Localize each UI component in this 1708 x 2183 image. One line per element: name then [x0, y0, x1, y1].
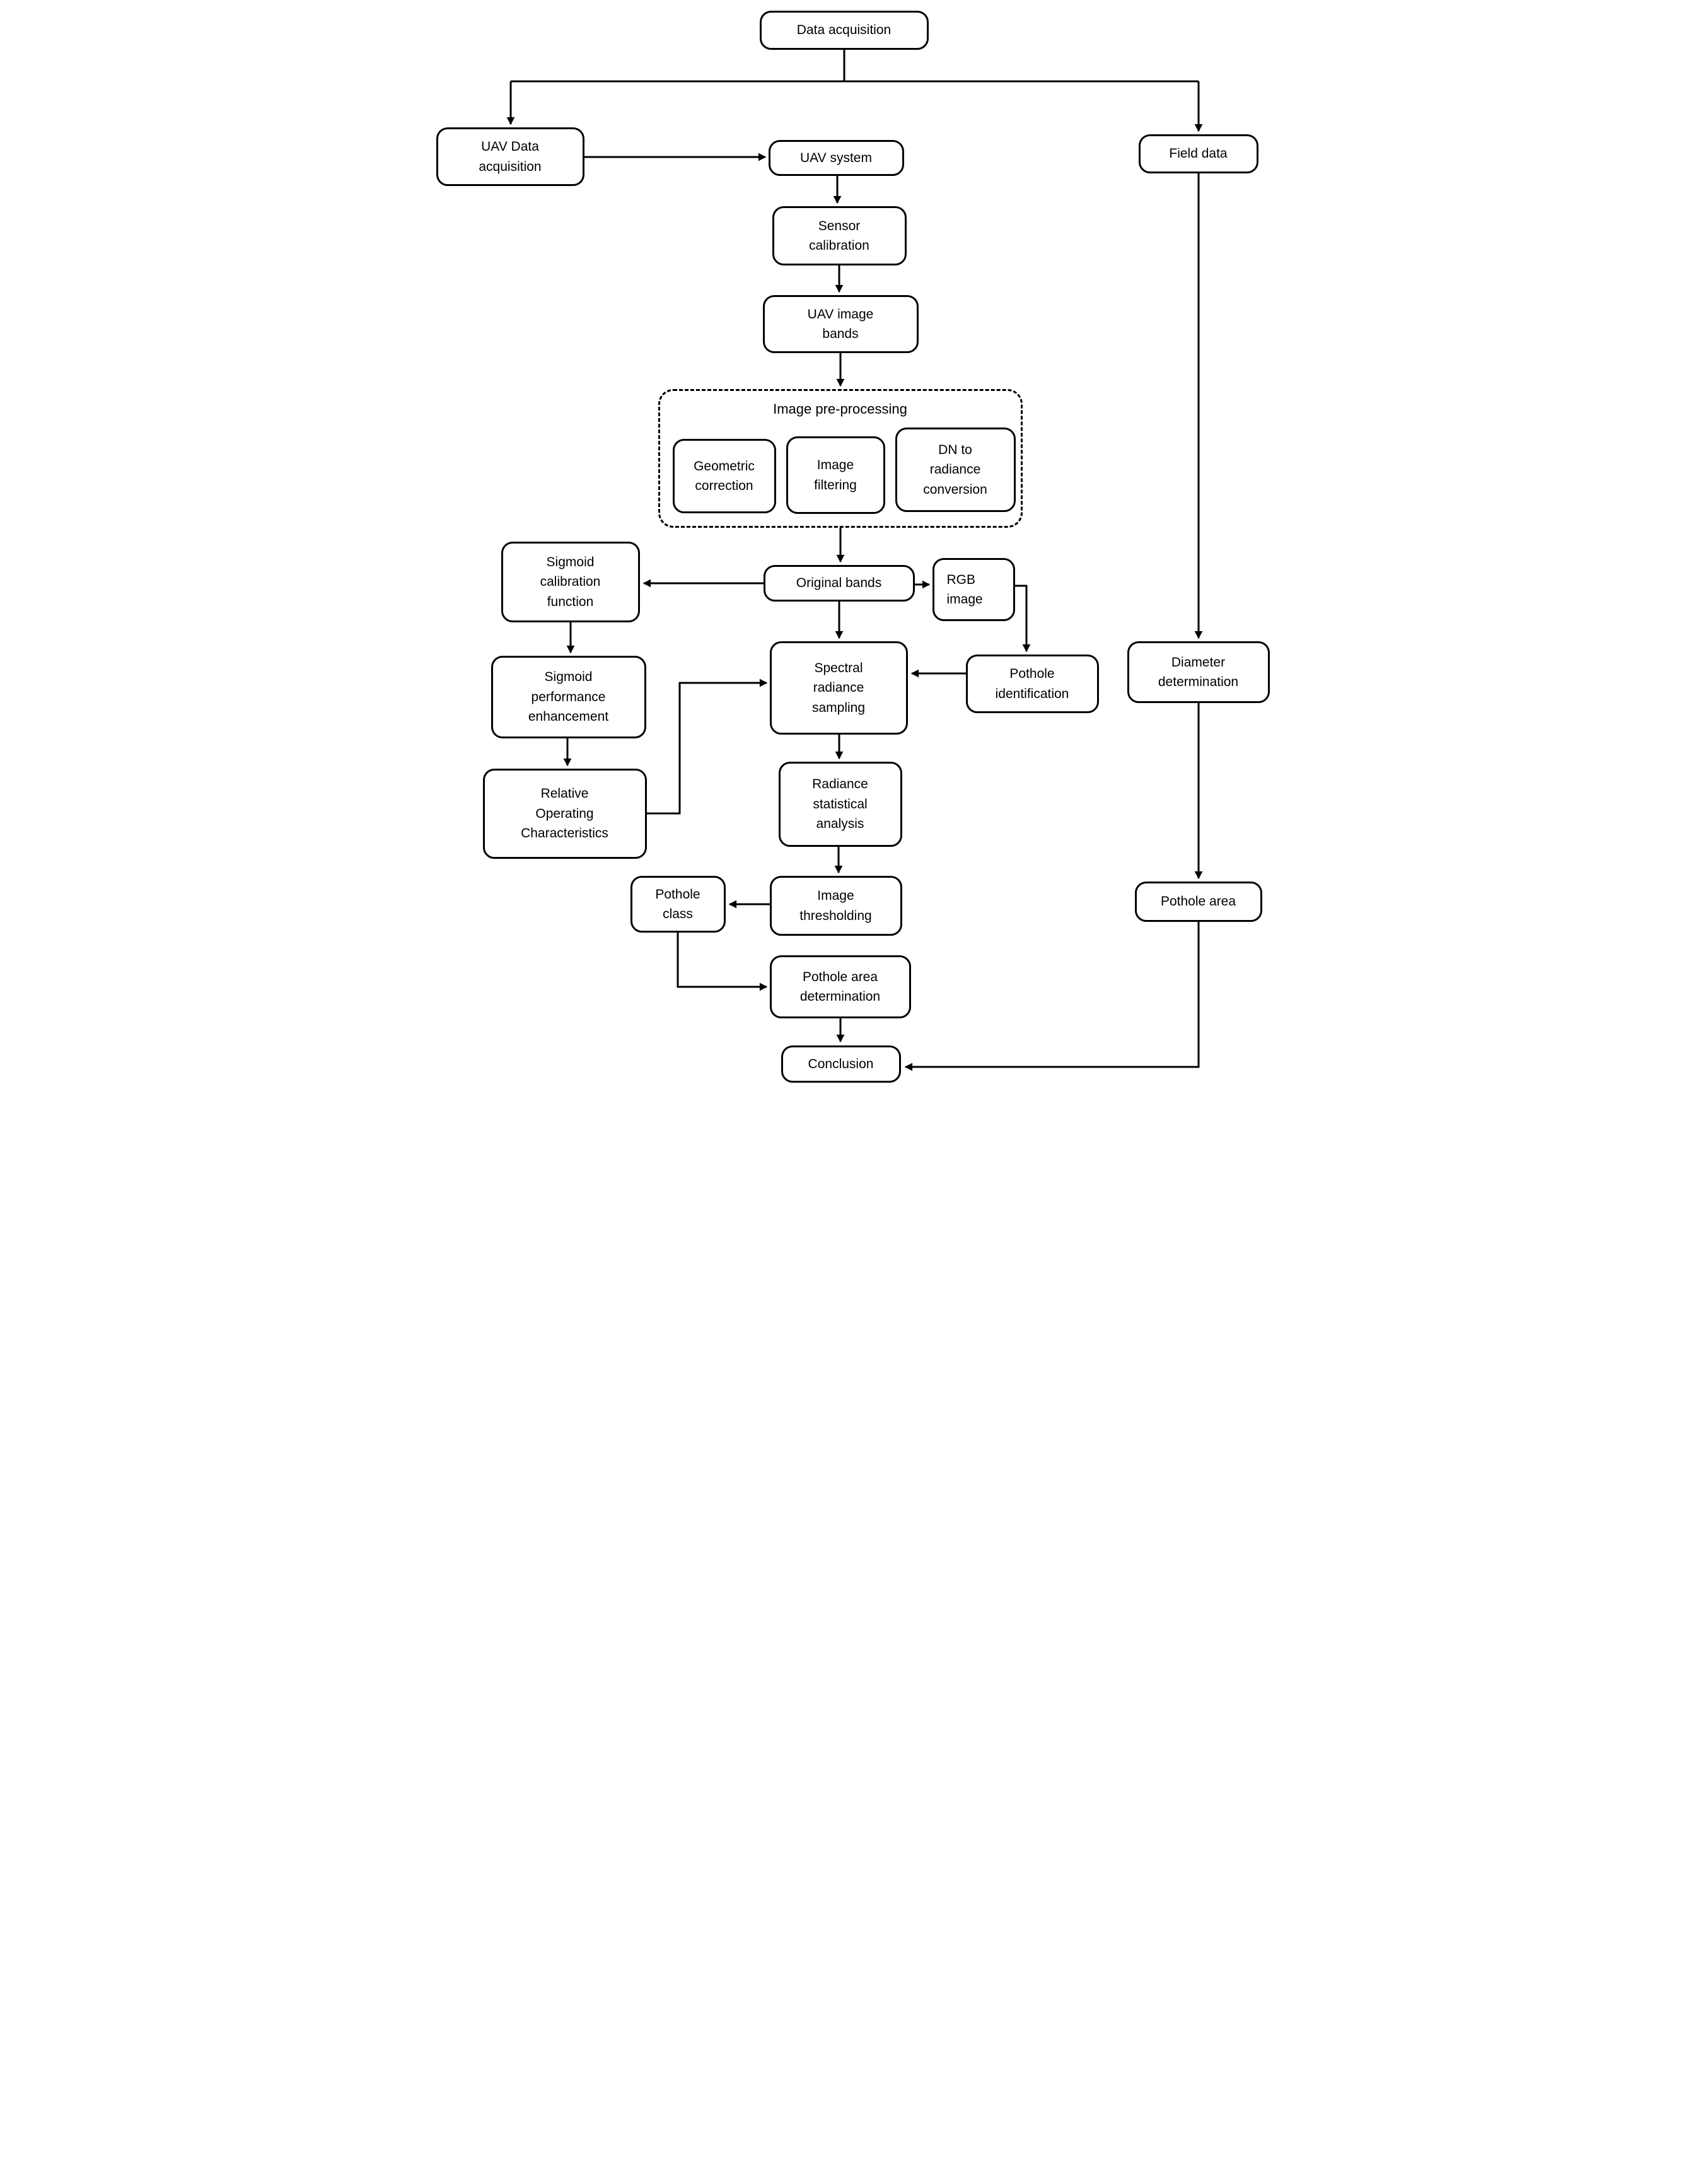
node-sensor-calibration: Sensor calibration — [772, 206, 907, 265]
node-sigmoid-calibration-function: Sigmoid calibration function — [501, 542, 640, 622]
node-diameter-determination: Diameter determination — [1127, 641, 1270, 703]
flowchart-canvas: Image pre-processing Data acquisition UA… — [427, 0, 1281, 1092]
node-spectral-radiance-sampling: Spectral radiance sampling — [769, 641, 908, 735]
node-uav-data-acquisition: UAV Data acquisition — [436, 127, 584, 186]
flowchart-page: Image pre-processing Data acquisition UA… — [427, 0, 1281, 1092]
node-field-data: Field data — [1138, 134, 1258, 173]
edge-pothole-class-to-pothole-area-determination — [677, 933, 767, 991]
image-preprocessing-title: Image pre-processing — [773, 401, 907, 417]
node-pothole-class: Pothole class — [630, 876, 726, 933]
edge-rgb-image-to-pothole-identification — [1014, 585, 1030, 653]
node-image-filtering: Image filtering — [786, 436, 885, 514]
node-sigmoid-performance-enhancement: Sigmoid performance enhancement — [491, 656, 646, 738]
node-uav-image-bands: UAV image bands — [762, 295, 919, 353]
edge-trunk-split — [510, 50, 1199, 83]
node-pothole-area: Pothole area — [1134, 882, 1262, 922]
group-image-preprocessing: Image pre-processing — [658, 389, 1023, 528]
node-pothole-identification: Pothole identification — [965, 655, 1099, 713]
node-pothole-area-determination: Pothole area determination — [769, 955, 911, 1018]
node-radiance-statistical-analysis: Radiance statistical analysis — [778, 762, 902, 847]
edge-relative-operating-characteristics-to-spectral-radiance-sampling — [646, 678, 767, 815]
node-uav-system: UAV system — [768, 140, 904, 176]
edge-pothole-area-to-conclusion — [904, 922, 1199, 1071]
node-conclusion: Conclusion — [781, 1045, 901, 1083]
node-rgb-image: RGB image — [932, 558, 1015, 621]
node-relative-operating-characteristics: Relative Operating Characteristics — [482, 769, 647, 859]
node-image-thresholding: Image thresholding — [769, 876, 902, 936]
node-data-acquisition: Data acquisition — [759, 11, 929, 50]
node-dn-to-radiance-conversion: DN to radiance conversion — [895, 428, 1016, 512]
node-geometric-correction: Geometric correction — [672, 439, 776, 513]
node-original-bands: Original bands — [763, 565, 915, 602]
